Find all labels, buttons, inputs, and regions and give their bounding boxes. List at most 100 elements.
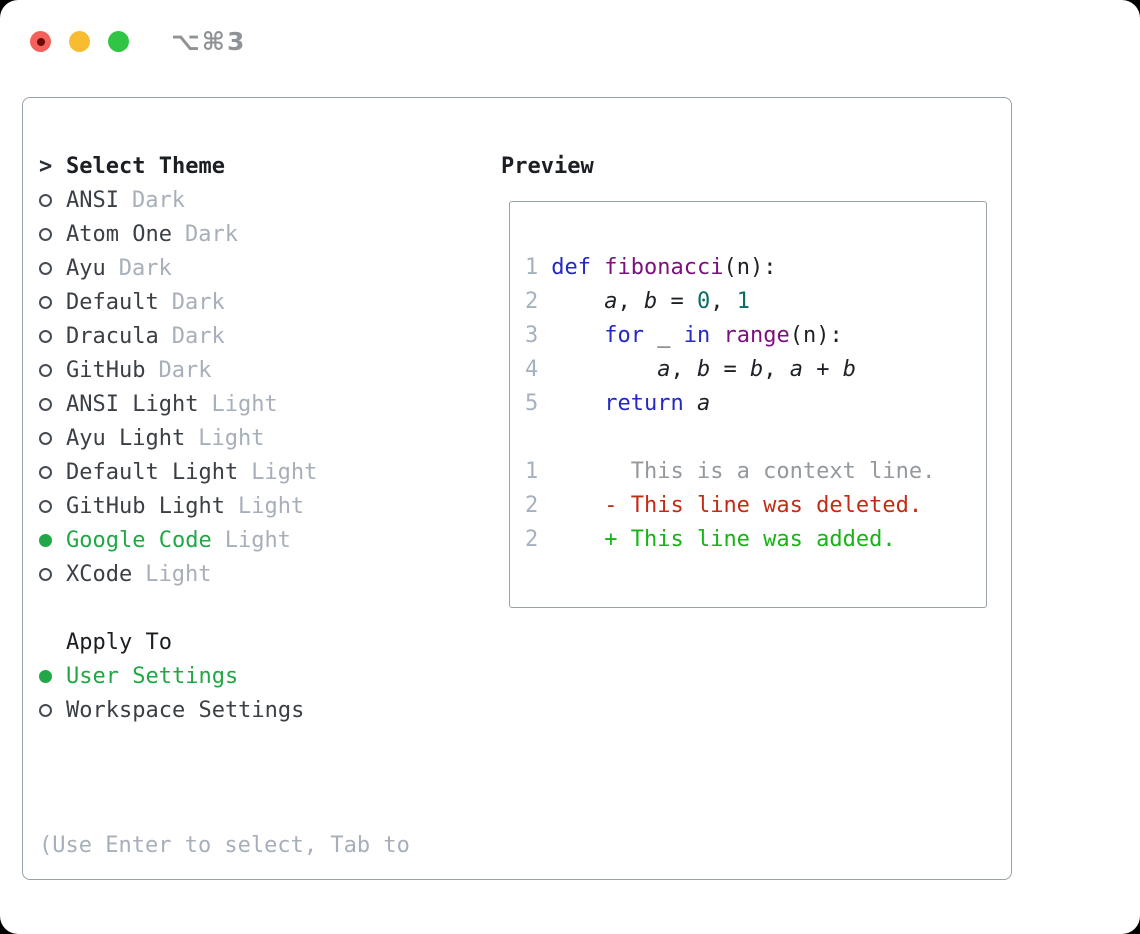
theme-name: Dracula [66, 323, 159, 349]
code-line: 5 return a [525, 386, 986, 420]
code-token: 1 [736, 288, 750, 314]
theme-variant: Light [237, 493, 305, 519]
radio-unselected-icon [39, 193, 52, 207]
line-number: 5 [525, 390, 539, 416]
line-number: 3 [525, 322, 539, 348]
theme-option[interactable]: XCode Light [39, 557, 317, 591]
code-token: for [604, 322, 644, 348]
theme-option[interactable]: ANSI Light Light [39, 387, 317, 421]
theme-variant: Dark [131, 187, 185, 213]
code-token: b [696, 356, 711, 382]
theme-variant: Dark [158, 357, 212, 383]
theme-variant: Dark [171, 289, 225, 315]
code-token: b [643, 288, 658, 314]
apply-option-label: User Settings [66, 663, 239, 689]
settings-panel: > Select Theme ANSI Dark Atom One Dark A… [22, 97, 1012, 880]
theme-variant: Light [145, 561, 212, 587]
code-token: a [789, 356, 803, 382]
code-line: 2 a, b = 0, 1 [525, 284, 986, 318]
theme-option[interactable]: Google Code Light [39, 523, 317, 557]
theme-option[interactable]: Atom One Dark [39, 217, 317, 251]
hint-line-1: (Use Enter to select, Tab to [39, 833, 410, 858]
select-theme-label: Select Theme [66, 153, 225, 179]
radio-unselected-icon [39, 703, 52, 717]
theme-name: Atom One [66, 221, 172, 247]
code-token: b [749, 356, 764, 382]
line-number: 4 [525, 356, 539, 382]
theme-name: Ayu [66, 255, 106, 281]
code-token: in [683, 322, 711, 348]
theme-name: ANSI Light [66, 391, 199, 417]
close-button-icon[interactable] [30, 31, 51, 52]
code-token [710, 323, 723, 348]
window-title: ⌥⌘3 [171, 27, 247, 56]
preview-label: Preview [501, 153, 594, 179]
radio-unselected-icon [39, 567, 52, 581]
code-token: a [657, 356, 671, 382]
code-line: 1 This is a context line. [525, 454, 986, 488]
radio-unselected-icon [39, 295, 52, 309]
theme-variant: Dark [118, 255, 172, 281]
code-line: 2 - This line was deleted. [525, 488, 986, 522]
theme-name: ANSI [66, 187, 119, 213]
theme-option[interactable]: ANSI Dark [39, 183, 317, 217]
line-number: 1 [525, 254, 539, 280]
apply-option-user-settings[interactable]: User Settings [39, 659, 304, 693]
theme-variant: Light [198, 425, 265, 451]
theme-option[interactable]: Ayu Dark [39, 251, 317, 285]
code-token: fibonacci [604, 254, 724, 280]
theme-option[interactable]: Default Light Light [39, 455, 317, 489]
code-token [551, 391, 604, 416]
theme-option[interactable]: Ayu Light Light [39, 421, 317, 455]
code-token [551, 323, 604, 348]
radio-unselected-icon [39, 431, 52, 445]
code-token: _ [643, 322, 684, 348]
code-token: range [723, 322, 790, 348]
radio-unselected-icon [39, 227, 52, 241]
line-number: 2 [525, 288, 539, 314]
theme-list: > Select Theme ANSI Dark Atom One Dark A… [39, 149, 317, 591]
theme-name: XCode [66, 561, 133, 587]
zoom-button-icon[interactable] [108, 31, 129, 52]
radio-unselected-icon [39, 329, 52, 343]
theme-variant: Dark [184, 221, 238, 247]
code-token: (n): [723, 254, 777, 280]
code-token: - This line was deleted. [604, 492, 923, 518]
apply-to-label: Apply To [66, 629, 172, 655]
code-line [525, 420, 986, 454]
code-token [551, 289, 604, 314]
code-line: 2 + This line was added. [525, 522, 986, 556]
code-token: return [604, 390, 697, 416]
minimize-button-icon[interactable] [69, 31, 90, 52]
code-token [551, 493, 604, 518]
code-token: , [670, 356, 697, 382]
code-token: , [617, 288, 644, 314]
apply-option-workspace-settings[interactable]: Workspace Settings [39, 693, 304, 727]
theme-name: Default Light [66, 459, 239, 485]
code-token: a [696, 390, 711, 416]
code-token: 0 [696, 288, 711, 314]
theme-variant: Dark [171, 323, 225, 349]
theme-option[interactable]: Default Dark [39, 285, 317, 319]
theme-name: Ayu Light [66, 425, 186, 451]
theme-option[interactable]: GitHub Dark [39, 353, 317, 387]
radio-unselected-icon [39, 499, 52, 513]
code-line: 3 for _ in range(n): [525, 318, 986, 352]
select-theme-header: > Select Theme [39, 149, 317, 183]
code-token: + This line was added. [604, 526, 896, 552]
theme-option[interactable]: Dracula Dark [39, 319, 317, 353]
code-token: , [763, 356, 790, 382]
code-token: + [802, 356, 843, 382]
apply-option-label: Workspace Settings [66, 697, 305, 723]
radio-selected-icon [39, 669, 52, 683]
theme-variant: Light [211, 391, 278, 417]
theme-name: GitHub [66, 357, 146, 383]
prompt-icon: > [39, 153, 53, 179]
theme-variant: Light [224, 527, 291, 553]
radio-unselected-icon [39, 363, 52, 377]
theme-option[interactable]: GitHub Light Light [39, 489, 317, 523]
hint-text: (Use Enter to select, Tab to change focu… [39, 761, 410, 934]
